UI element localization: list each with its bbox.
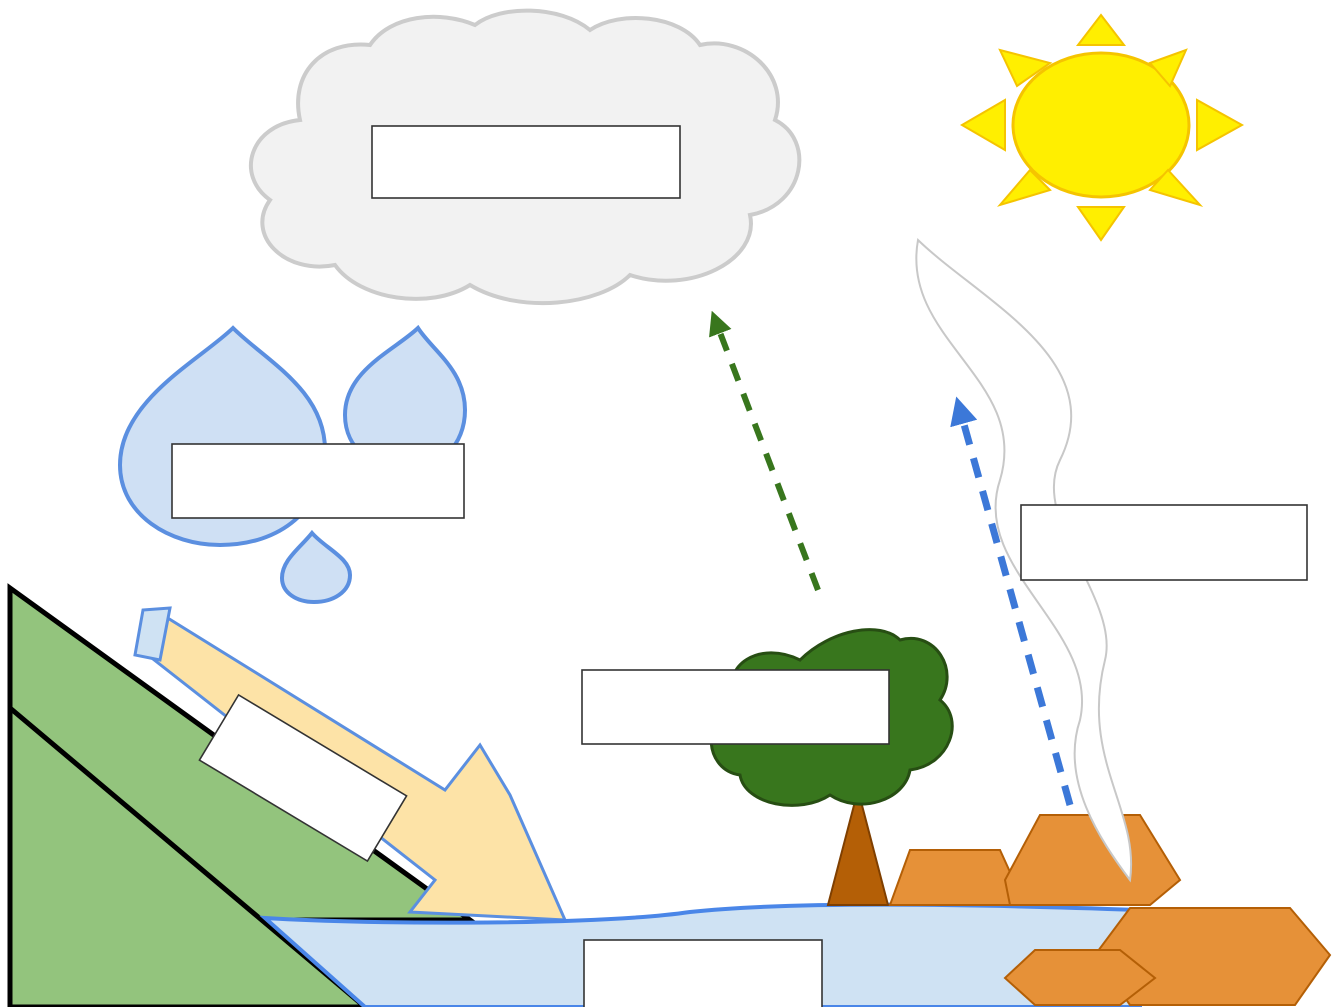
evaporation-label-box[interactable] xyxy=(1021,505,1307,580)
precipitation-label-box[interactable] xyxy=(172,444,464,518)
water-body-label-box[interactable] xyxy=(584,940,822,1007)
transpiration-arrow xyxy=(716,322,818,590)
sun-icon xyxy=(962,15,1242,240)
cloud-label-box[interactable] xyxy=(372,126,680,198)
transpiration-label-box[interactable] xyxy=(582,670,889,744)
